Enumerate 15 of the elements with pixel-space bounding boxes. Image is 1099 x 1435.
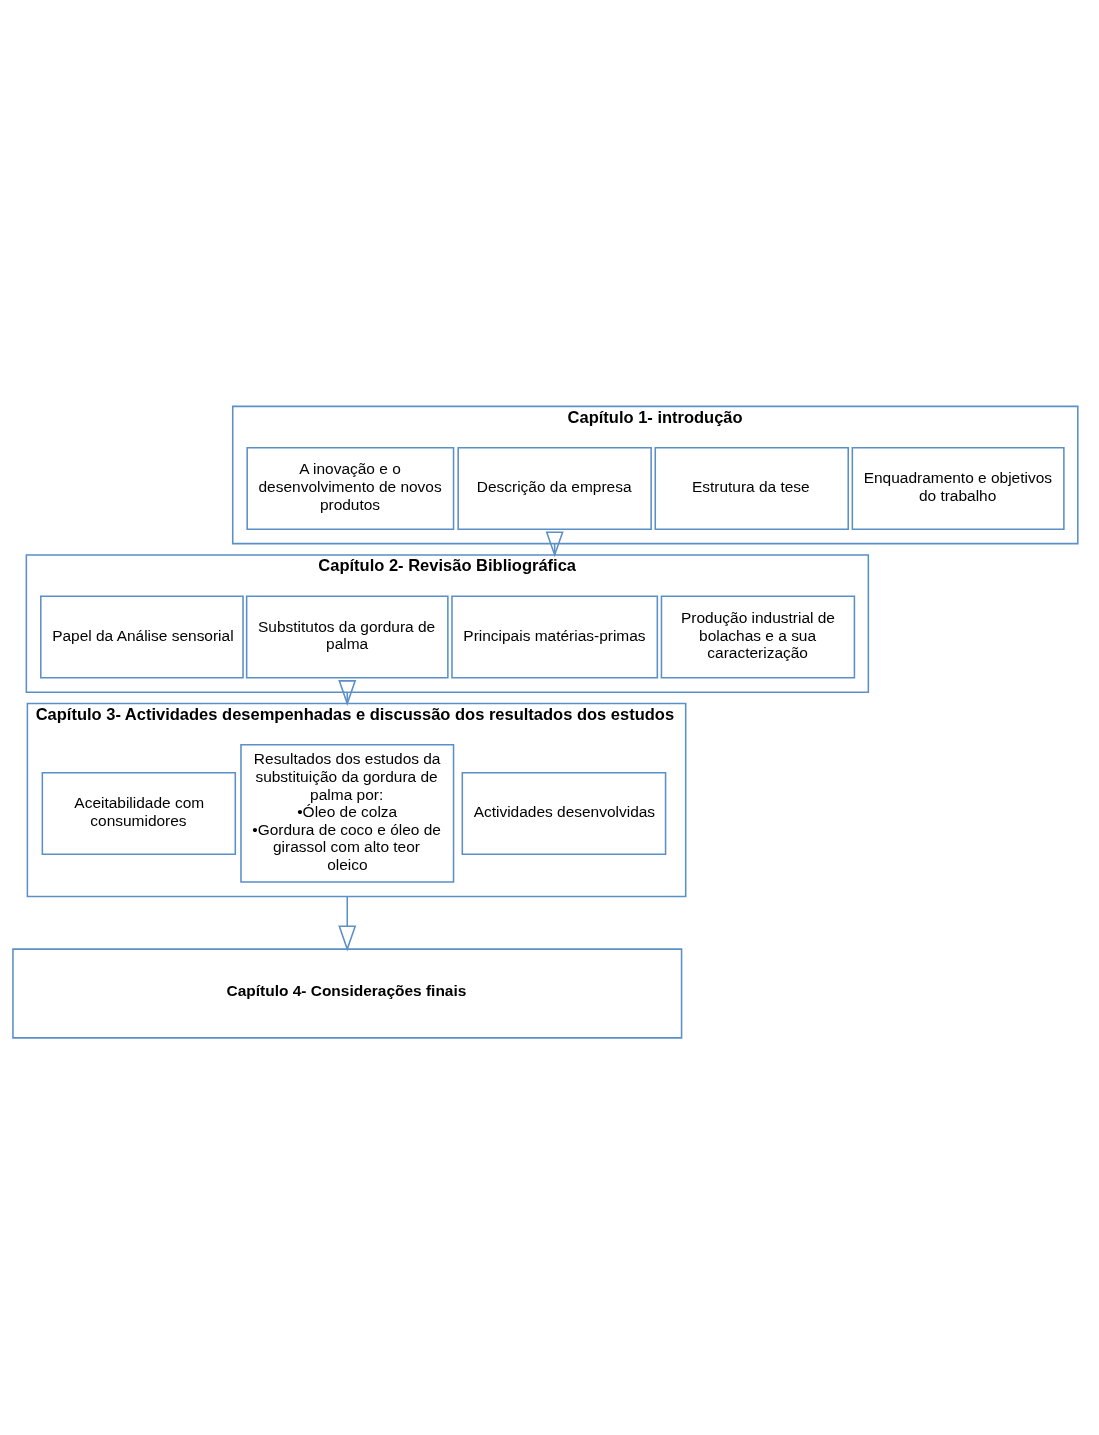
node-box: Papel da Análise sensorial: [40, 594, 244, 679]
arrow: [338, 895, 357, 951]
node-box: Principais matérias-primas: [451, 594, 659, 679]
node-box: Estrutura da tese: [654, 446, 849, 530]
node-box: A inovação e o desenvolvimento de novos produtos: [246, 446, 455, 530]
node-box: Capítulo 4- Considerações finais: [12, 947, 683, 1039]
node-box: Resultados dos estudos da substituição da gordura de palma por: •Óleo de colza •Gordura de coco e óleo de girassol com alto teor oleico: [240, 743, 455, 883]
node-box: Actividades desenvolvidas: [461, 771, 667, 855]
node-box: Produção industrial de bolachas e a sua caracterização: [660, 594, 856, 679]
arrow: [545, 531, 564, 557]
arrow: [338, 679, 357, 706]
node-box: Enquadramento e objetivos do trabalho: [851, 446, 1065, 530]
node-box: Substitutos da gordura de palma: [245, 594, 449, 679]
node-box: Aceitabilidade com consumidores: [41, 771, 237, 855]
node-box: Descrição da empresa: [457, 446, 652, 530]
